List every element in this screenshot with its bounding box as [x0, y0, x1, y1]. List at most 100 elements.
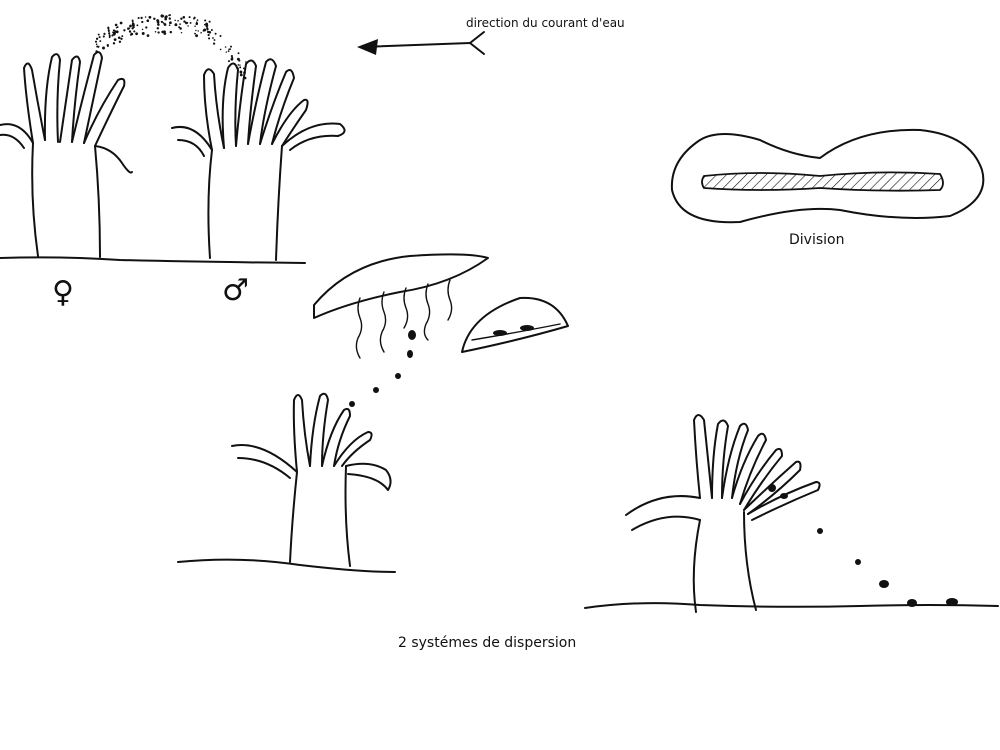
sperm-speck [135, 32, 138, 36]
sperm-speck [94, 40, 98, 43]
sperm-speck [227, 60, 231, 63]
sperm-speck [179, 27, 182, 30]
sperm-speck [197, 30, 199, 32]
sperm-speck [160, 20, 164, 24]
sperm-speck [114, 30, 117, 33]
sperm-speck [130, 32, 134, 36]
sperm-speck [108, 30, 110, 33]
sperm-speck [116, 26, 119, 29]
sperm-speck [109, 35, 111, 38]
sperm-speck [240, 73, 243, 76]
sperm-speck [136, 24, 139, 27]
sperm-speck [95, 37, 99, 40]
sperm-speck [108, 33, 111, 35]
sperm-speck [169, 21, 172, 25]
sperm-speck [195, 34, 199, 38]
sperm-speck [194, 32, 196, 35]
sperm-speck [141, 20, 144, 24]
anemone-right [584, 414, 999, 613]
sperm-speck [163, 23, 167, 26]
sperm-speck [207, 33, 210, 37]
larvae-trail-right [768, 484, 958, 607]
medusa [313, 253, 489, 359]
sperm-speck [177, 19, 179, 22]
sperm-speck [119, 21, 123, 25]
sperm-speck [112, 42, 116, 45]
sperm-speck [208, 30, 212, 34]
sperm-speck [129, 25, 132, 28]
sperm-speck [107, 45, 109, 47]
sperm-speck [131, 24, 135, 27]
sperm-speck [112, 31, 114, 34]
sperm-speck [219, 35, 222, 37]
sperm-speck [107, 27, 110, 30]
sperm-speck [195, 22, 199, 25]
sperm-speck [146, 34, 150, 37]
male-anemone [171, 58, 346, 261]
sperm-speck [182, 16, 186, 19]
water-current-label: direction du courant d'eau [466, 16, 625, 30]
sperm-speck [120, 37, 123, 40]
anemone-middle [177, 392, 396, 573]
sperm-speck [113, 38, 117, 41]
sperm-speck [212, 42, 216, 45]
sperm-speck [239, 70, 243, 74]
sperm-speck [156, 20, 160, 24]
sperm-speck [102, 46, 105, 50]
sperm-speck [157, 23, 160, 26]
sperm-speck [237, 52, 240, 55]
sperm-speck [97, 33, 100, 36]
sperm-speck [141, 28, 144, 31]
sperm-speck [99, 40, 102, 43]
sperm-speck [228, 48, 231, 51]
sperm-speck [186, 22, 189, 24]
sperm-speck [121, 35, 124, 38]
sperm-speck [212, 37, 214, 39]
sperm-speck [206, 28, 209, 31]
sperm-speck [156, 27, 160, 30]
sperm-speck [148, 15, 152, 19]
sperm-speck [131, 20, 134, 23]
small-medusa [461, 296, 569, 353]
sperm-speck [230, 57, 234, 61]
sperm-speck [196, 19, 199, 21]
sperm-speck [225, 51, 228, 53]
sperm-cloud [94, 14, 247, 80]
sperm-speck [239, 66, 242, 69]
sperm-speck [140, 16, 143, 20]
sperm-speck [123, 29, 126, 32]
sperm-speck [168, 14, 171, 17]
sperm-speck [164, 30, 166, 33]
sperm-speck [169, 30, 173, 34]
sperm-speck [118, 40, 122, 43]
sperm-speck [168, 17, 171, 20]
sperm-speck [236, 57, 240, 61]
sperm-speck [95, 43, 98, 45]
sperm-speck [128, 27, 131, 29]
sperm-speck [102, 35, 105, 38]
sperm-speck [205, 24, 209, 28]
sperm-speck [195, 29, 197, 32]
sperm-speck [174, 19, 176, 22]
water-current-arrow [357, 31, 485, 55]
division-label: Division [789, 232, 845, 248]
division-figure [670, 128, 985, 224]
sperm-speck [237, 64, 240, 66]
sperm-speck [208, 20, 211, 23]
sperm-speck [157, 31, 160, 34]
sperm-speck [229, 45, 233, 48]
sperm-speck [168, 24, 171, 26]
sperm-speck [239, 64, 241, 66]
sperm-speck [154, 31, 157, 33]
sperm-speck [204, 19, 207, 22]
sperm-speck [112, 29, 115, 32]
sperm-speck [189, 21, 192, 24]
sperm-speck [161, 30, 164, 34]
sperm-speck [98, 36, 101, 39]
sperm-speck [203, 28, 207, 32]
sperm-speck [214, 32, 217, 35]
sperm-speck [180, 31, 183, 34]
dispersion-caption: 2 systémes de dispersion [398, 635, 577, 651]
male-symbol: ♂ [222, 273, 249, 308]
sperm-speck [103, 32, 106, 36]
